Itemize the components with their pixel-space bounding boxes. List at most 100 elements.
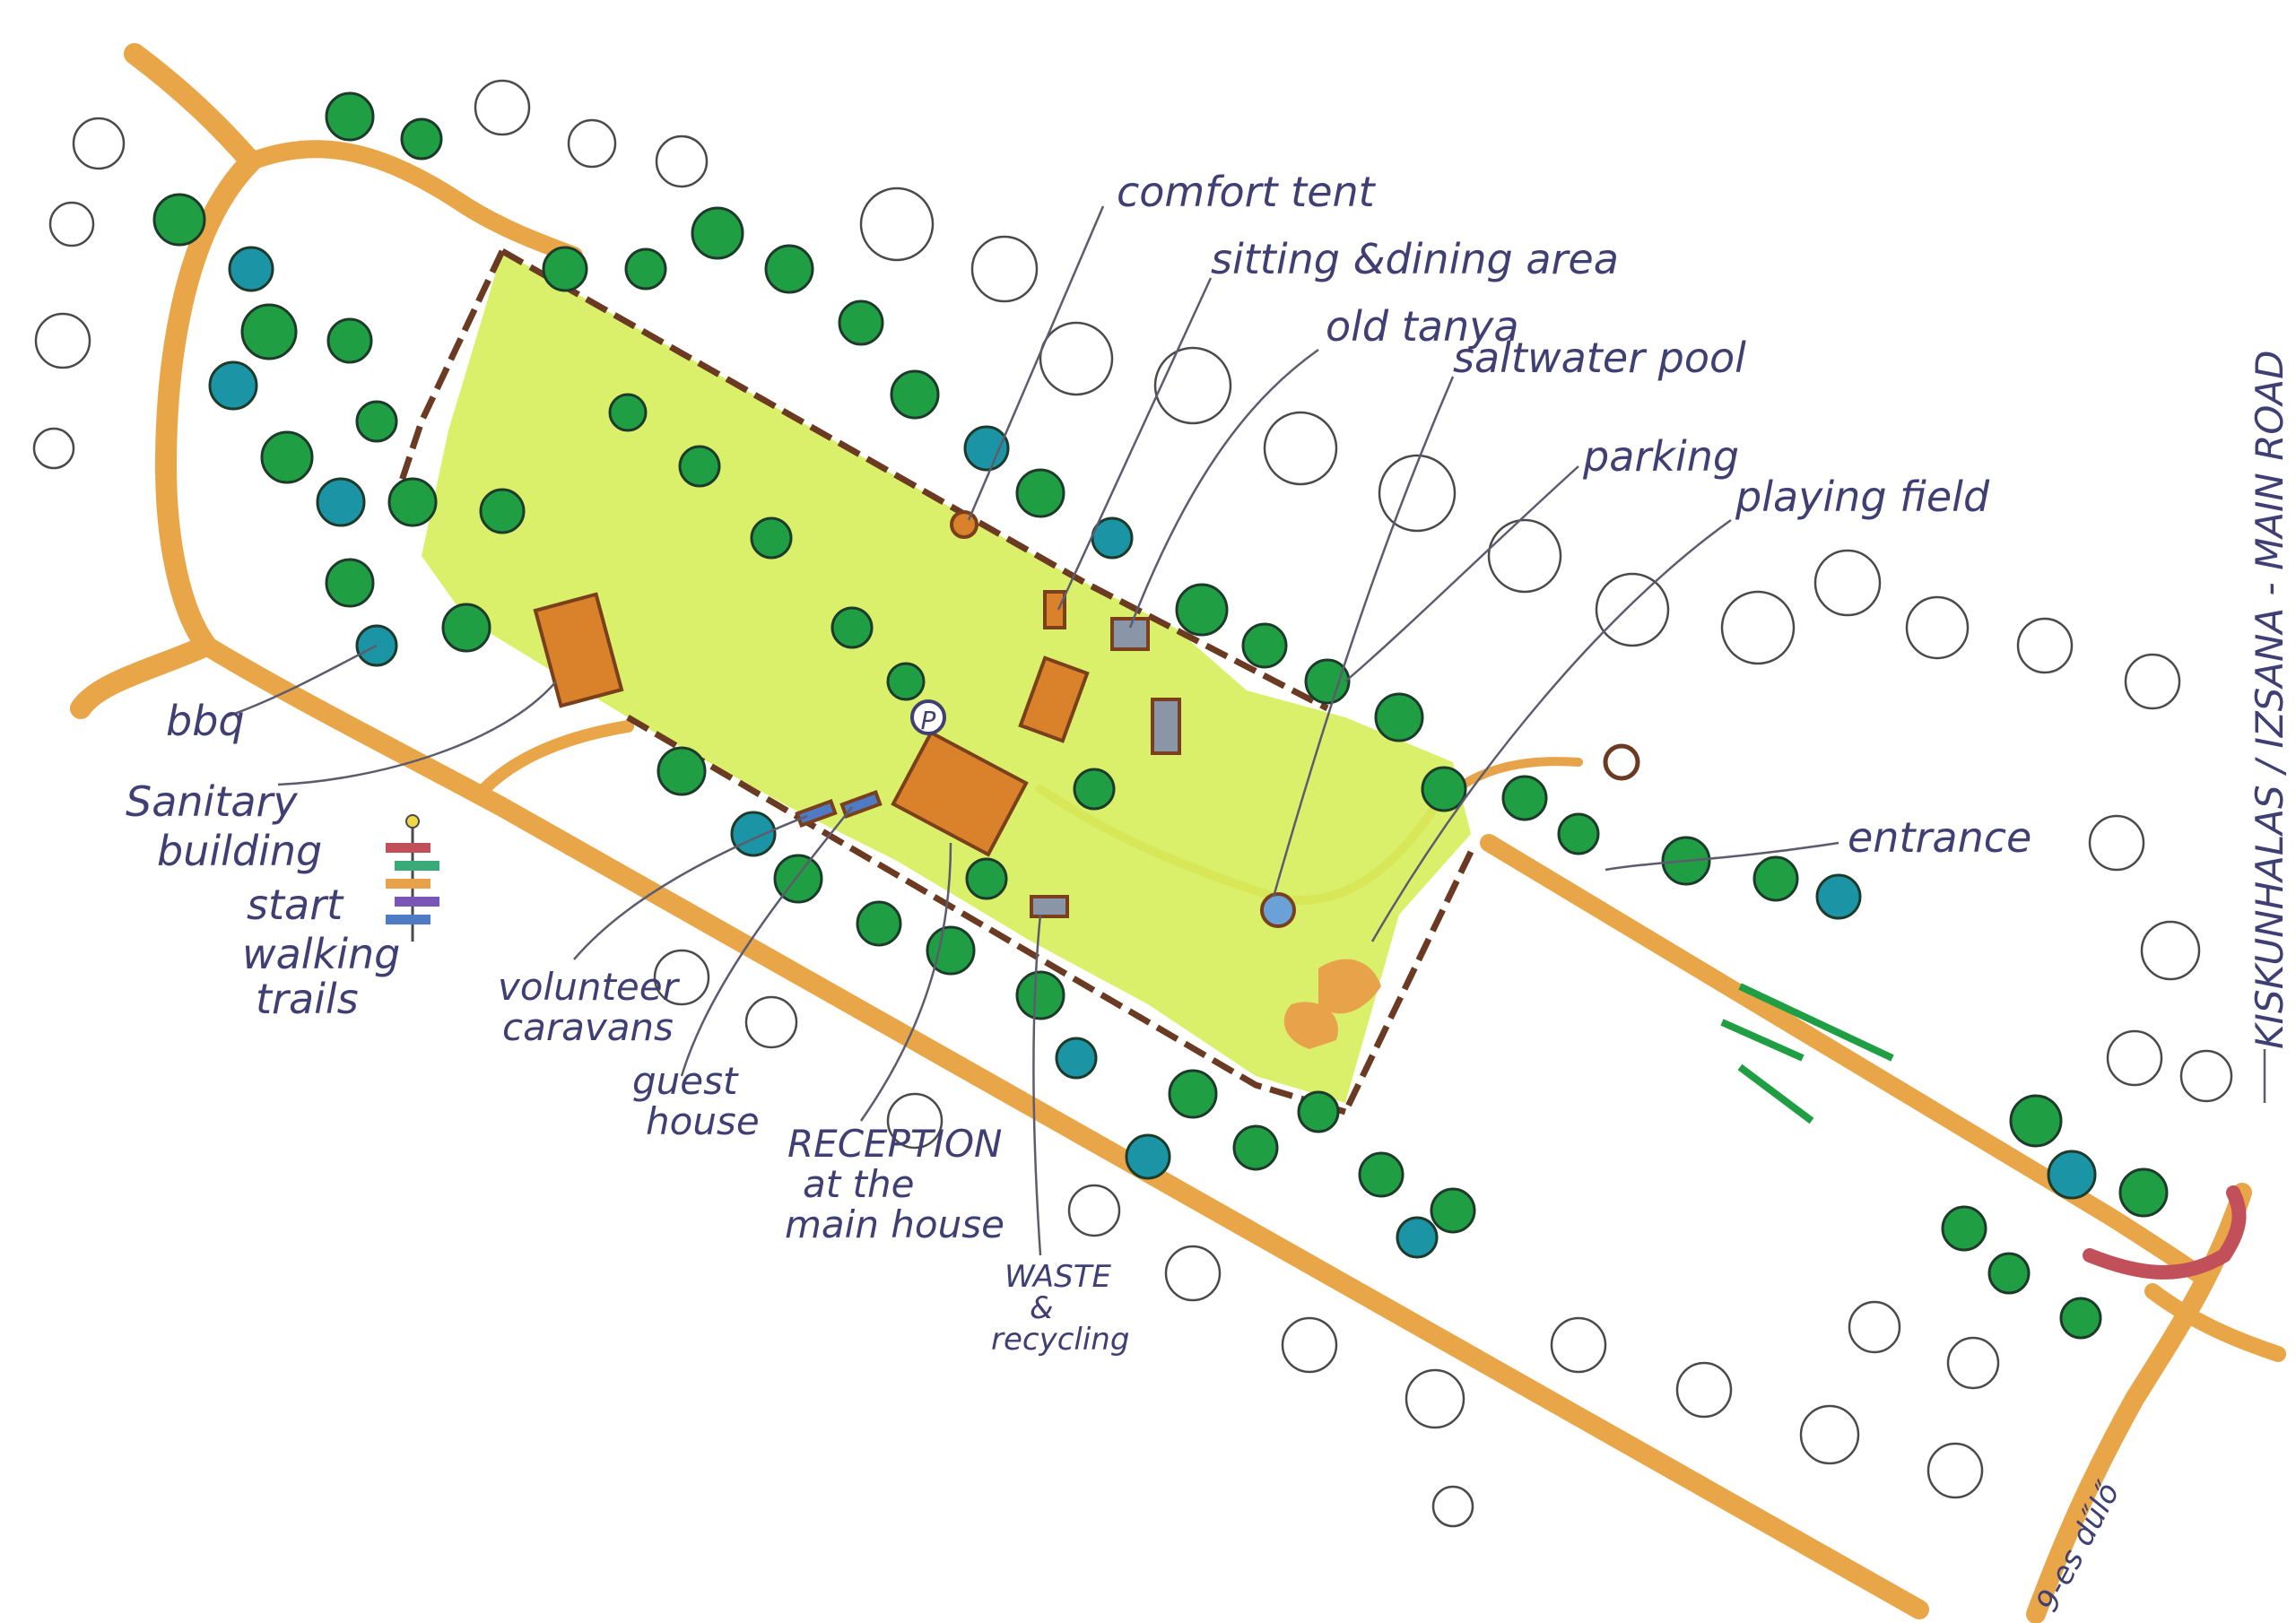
sketch-tree [2016, 617, 2074, 674]
sketch-tree [1263, 411, 1338, 486]
label-old-tanya: old tanya [1326, 302, 1519, 351]
tree [1232, 1124, 1279, 1171]
label-comfort-tent: comfort tent [1117, 168, 1377, 216]
sketch-tree [1405, 1368, 1465, 1429]
hedge-row [1737, 1063, 1814, 1124]
leader-waste [1032, 914, 1042, 1256]
tree [1941, 1205, 1987, 1252]
leader-bbq [223, 644, 378, 719]
tree [890, 369, 940, 420]
leader-guest-house [680, 806, 853, 1077]
tree [691, 206, 744, 260]
side-road [478, 720, 634, 795]
tree [2047, 1150, 2097, 1200]
tree [1421, 766, 1467, 812]
sketch-tree [2088, 814, 2145, 872]
tree [624, 247, 667, 291]
tree [730, 811, 777, 857]
label-bbq: bbq [166, 697, 245, 745]
tree [326, 317, 373, 364]
sketch-tree [1164, 1245, 1222, 1302]
guest-house [1110, 617, 1150, 651]
tree [750, 516, 793, 560]
tree [2059, 1297, 2102, 1340]
tree [1987, 1252, 2031, 1295]
waste-recycling-bins [1030, 895, 1069, 918]
tree [1396, 1216, 1439, 1259]
tree [963, 425, 1010, 472]
tree [2118, 1167, 2169, 1218]
label-walking-line2: walking [242, 930, 400, 978]
sketch-tree [653, 949, 710, 1006]
hedge-rows [1720, 983, 1894, 1124]
old-tanya-building [1018, 655, 1090, 743]
tree [325, 558, 375, 608]
leader-entrance [1605, 841, 1839, 872]
volunteer-caravan-2 [839, 790, 883, 819]
tree [1175, 583, 1229, 637]
leader-old-tanya [1128, 348, 1319, 629]
sketch-tree [1067, 1184, 1121, 1237]
signpost-board-3 [386, 879, 430, 889]
tree [1374, 692, 1424, 742]
label-main-road: KISKUNHALAS / IZSANA - MAIN ROAD [2248, 350, 2292, 1049]
sketch-tree [32, 427, 75, 470]
signpost-board-1 [386, 843, 430, 853]
main-house [891, 730, 1029, 857]
tree [479, 488, 526, 534]
fence-north [500, 247, 1329, 712]
label-sanitary-line2: building [157, 827, 322, 875]
tree [1815, 873, 1862, 920]
label-saltwater-pool: saltwater pool [1453, 334, 1746, 382]
sketch-tree [1926, 1442, 1984, 1499]
parking-marker: P [910, 699, 946, 735]
label-waste-line2: & [1030, 1290, 1054, 1326]
tree [1015, 970, 1065, 1020]
sketch-tree [567, 118, 617, 169]
tree [926, 925, 976, 976]
tree [886, 662, 926, 701]
label-entrance: entrance [1848, 813, 2031, 862]
sketch-tree [1550, 1316, 1607, 1374]
leader-parking [1344, 465, 1579, 682]
tree [1430, 1187, 1476, 1234]
sketch-tree [744, 995, 798, 1049]
signpost-top [405, 814, 420, 829]
sketch-tree [72, 117, 126, 170]
label-sitting-dining: sitting &dining area [1211, 235, 1619, 283]
sketch-tree [655, 135, 709, 188]
tree [1168, 1069, 1218, 1119]
tree [400, 117, 443, 161]
tree [1304, 658, 1351, 705]
south-road [196, 636, 1929, 1619]
sketch-tree [1431, 1485, 1474, 1528]
tree [1557, 812, 1600, 855]
tree [1297, 1090, 1340, 1133]
sketch-tree [2124, 653, 2181, 710]
sketch-tree [1153, 346, 1232, 425]
sketch-tree [1813, 549, 1882, 617]
sketch-tree [1595, 572, 1670, 647]
label-volunteer-line2: caravans [502, 1005, 674, 1049]
tree [325, 91, 375, 142]
tree [831, 606, 874, 649]
sketch-tree [1848, 1300, 1901, 1354]
comfort-tent-structure [1043, 590, 1066, 629]
saltwater-pool [1260, 892, 1296, 928]
sketch-tree [2179, 1049, 2233, 1103]
tree [838, 299, 884, 346]
playing-field-marking [1283, 959, 1381, 1049]
sketch-tree [1799, 1404, 1860, 1465]
label-volunteer-line1: volunteer [498, 965, 681, 1009]
sketch-tree [1281, 1316, 1338, 1374]
label-parking: parking [1582, 432, 1739, 481]
map-labels: comfort tent sitting &dining area old ta… [126, 168, 2292, 1618]
tree [1015, 468, 1065, 518]
leader-lines [223, 205, 2266, 1256]
fence-west [391, 249, 506, 504]
label-reception-line3: main house [785, 1202, 1004, 1246]
label-waste-line3: recycling [991, 1322, 1129, 1358]
dining-tent [950, 510, 978, 539]
tree [1241, 622, 1288, 669]
